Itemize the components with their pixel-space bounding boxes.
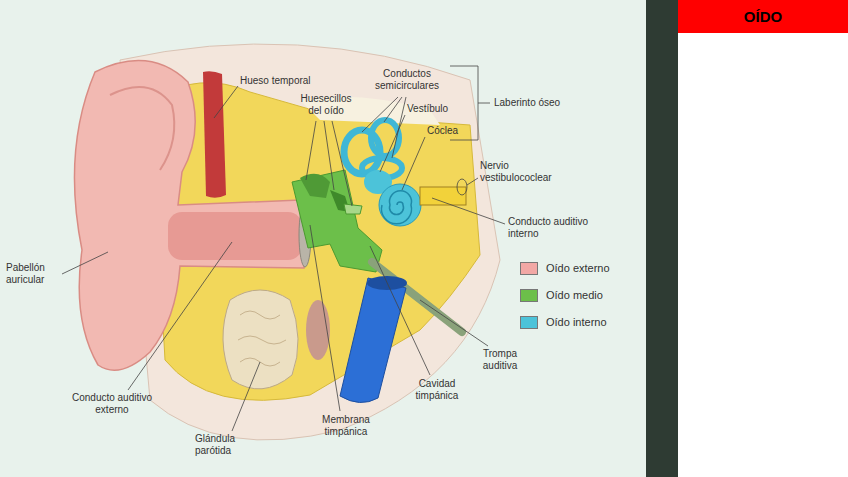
legend-text: Oído medio [546,289,603,302]
parotid-gland [223,290,298,389]
part-label: Hueso temporal [240,75,335,87]
slide-background [0,0,646,477]
auricle-fold [110,87,174,170]
part-label: Conducto auditivo interno [508,216,608,240]
vessel [340,278,406,403]
leader-lines [62,66,505,431]
part-label: Membrana timpánica [306,414,386,438]
temporal-bone [150,83,480,401]
cochlea-spiral [382,191,412,224]
part-label: Conducto auditivo externo [70,392,154,416]
muscle [306,300,330,360]
legend-swatch [520,289,538,302]
title-bar: OÍDO [678,0,848,33]
part-label: Conductos semicirculares [368,68,446,92]
legend-text: Oído externo [546,262,610,275]
part-label: Cavidad timpánica [400,378,474,402]
ossicle [300,174,330,198]
part-label: Glándula parótida [195,433,259,457]
part-label: Nervio vestibulococlear [480,160,572,184]
legend-text: Oído interno [546,316,607,329]
part-label: Pabellón auricular [6,262,64,286]
ear-canal [168,212,302,260]
temporal-bone-band [203,71,226,197]
part-label: Cóclea [427,125,477,137]
cochlea [379,184,421,226]
gland-lobules [238,311,286,366]
ossicle [344,204,362,214]
part-label: Vestíbulo [407,103,467,115]
legend-swatch [520,316,538,329]
part-label: Huesecillos del oído [294,93,358,117]
title: OÍDO [744,8,782,25]
part-label: Trompa auditiva [466,348,534,372]
screen-edge [646,0,678,477]
nerve-ring [457,179,467,195]
legend-swatch [520,262,538,275]
part-label: Laberinto óseo [494,97,594,109]
